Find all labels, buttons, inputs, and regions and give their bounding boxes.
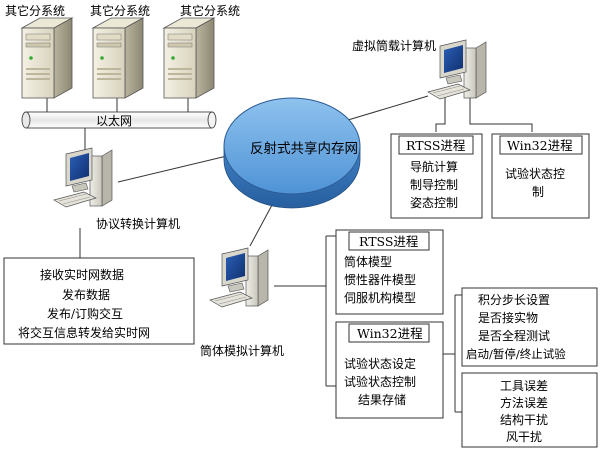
protocol-computer-label: 协议转换计算机 xyxy=(96,216,180,231)
virtual-to-rtss-link xyxy=(435,95,446,132)
test-settings-box: 积分步长设置 是否接实物 是否全程测试 启动/暂停/终止试验 xyxy=(461,287,598,367)
body-win32-process: Win32进程 试验状态设定 试验状态控制 结果存储 xyxy=(335,321,444,419)
process-item: 试验状态控制 xyxy=(344,374,416,389)
task-item: 接收实时网数据 xyxy=(40,267,124,282)
virtual-rtss-process: RTSS进程 导航计算 制导控制 姿态控制 xyxy=(390,133,483,219)
process-item: 制 xyxy=(532,185,544,199)
error-item: 方法误差 xyxy=(500,395,548,410)
process-title: Win32进程 xyxy=(357,326,423,341)
protocol-task-frame xyxy=(3,257,195,345)
body-computer: 筒体模拟计算机 xyxy=(200,247,284,358)
body-computer-label: 筒体模拟计算机 xyxy=(200,343,284,358)
process-item: 试验状态控 xyxy=(505,166,565,181)
test-settings-frame xyxy=(461,287,598,367)
process-item: 制导控制 xyxy=(410,178,458,192)
process-item: 筒体模型 xyxy=(344,254,392,269)
virtual-rtss-header xyxy=(398,135,474,155)
setting-item: 积分步长设置 xyxy=(478,293,550,307)
protocol-computer: 协议转换计算机 xyxy=(53,147,180,231)
process-item: 结果存储 xyxy=(358,392,406,407)
error-item: 风干扰 xyxy=(506,430,542,444)
setting-item: 启动/暂停/终止试验 xyxy=(466,347,566,361)
body-rtss-header xyxy=(348,231,430,251)
virtual-win32-process: Win32进程 试验状态控 制 xyxy=(491,133,590,219)
error-sources-box: 工具误差 方法误差 结构干扰 风干扰 xyxy=(461,372,598,448)
task-item: 将交互信息转发给实时网 xyxy=(18,325,150,340)
workstation-icon xyxy=(427,39,487,100)
error-item: 工具误差 xyxy=(500,379,548,393)
network-to-virtual-link xyxy=(347,95,429,121)
setting-item: 是否全程测试 xyxy=(478,328,550,343)
virtual-computer: 虚拟筒载计算机 xyxy=(352,38,487,100)
task-item: 发布数据 xyxy=(62,287,110,302)
workstation-icon xyxy=(53,147,113,208)
process-item: 姿态控制 xyxy=(410,196,458,210)
virtual-to-win32-link xyxy=(469,95,533,132)
subsystem-label: 其它分系统 xyxy=(5,3,65,18)
subsystem-label: 其它分系统 xyxy=(180,3,240,18)
task-item: 发布/订购交互 xyxy=(47,306,123,321)
body-rtss-process: RTSS进程 筒体模型 惯性器件模型 伺服机构模型 xyxy=(335,229,444,315)
error-sources-frame xyxy=(461,372,598,448)
ethernet-label: 以太网 xyxy=(96,113,132,128)
process-item: 试验状态设定 xyxy=(344,356,416,371)
process-title: RTSS进程 xyxy=(406,138,466,153)
network-to-body-link xyxy=(249,204,273,247)
protocol-task-box: 接收实时网数据 发布数据 发布/订购交互 将交互信息转发给实时网 xyxy=(3,257,195,345)
server-icon xyxy=(92,17,144,99)
connector-lines xyxy=(46,84,533,413)
subsystem-label: 其它分系统 xyxy=(90,3,150,18)
process-item: 导航计算 xyxy=(410,159,458,174)
process-title: RTSS进程 xyxy=(359,234,419,249)
virtual-computer-label: 虚拟筒载计算机 xyxy=(352,38,436,53)
body-win32-header xyxy=(348,323,430,343)
server-icon xyxy=(21,17,73,99)
network-label: 反射式共享内存网 xyxy=(250,140,358,157)
workstation-icon xyxy=(209,247,269,308)
server-icon xyxy=(163,17,215,99)
process-item: 伺服机构模型 xyxy=(344,290,416,305)
ethernet-pipe: 以太网 xyxy=(21,111,217,129)
setting-item: 是否接实物 xyxy=(478,310,538,325)
shared-memory-network: 反射式共享内存网 xyxy=(223,97,361,209)
error-item: 结构干扰 xyxy=(500,412,548,427)
process-title: Win32进程 xyxy=(507,138,573,153)
process-item: 惯性器件模型 xyxy=(344,272,416,287)
server-group: 其它分系统 其它分系统 其它分系统 xyxy=(5,3,240,99)
virtual-win32-header xyxy=(499,135,583,155)
